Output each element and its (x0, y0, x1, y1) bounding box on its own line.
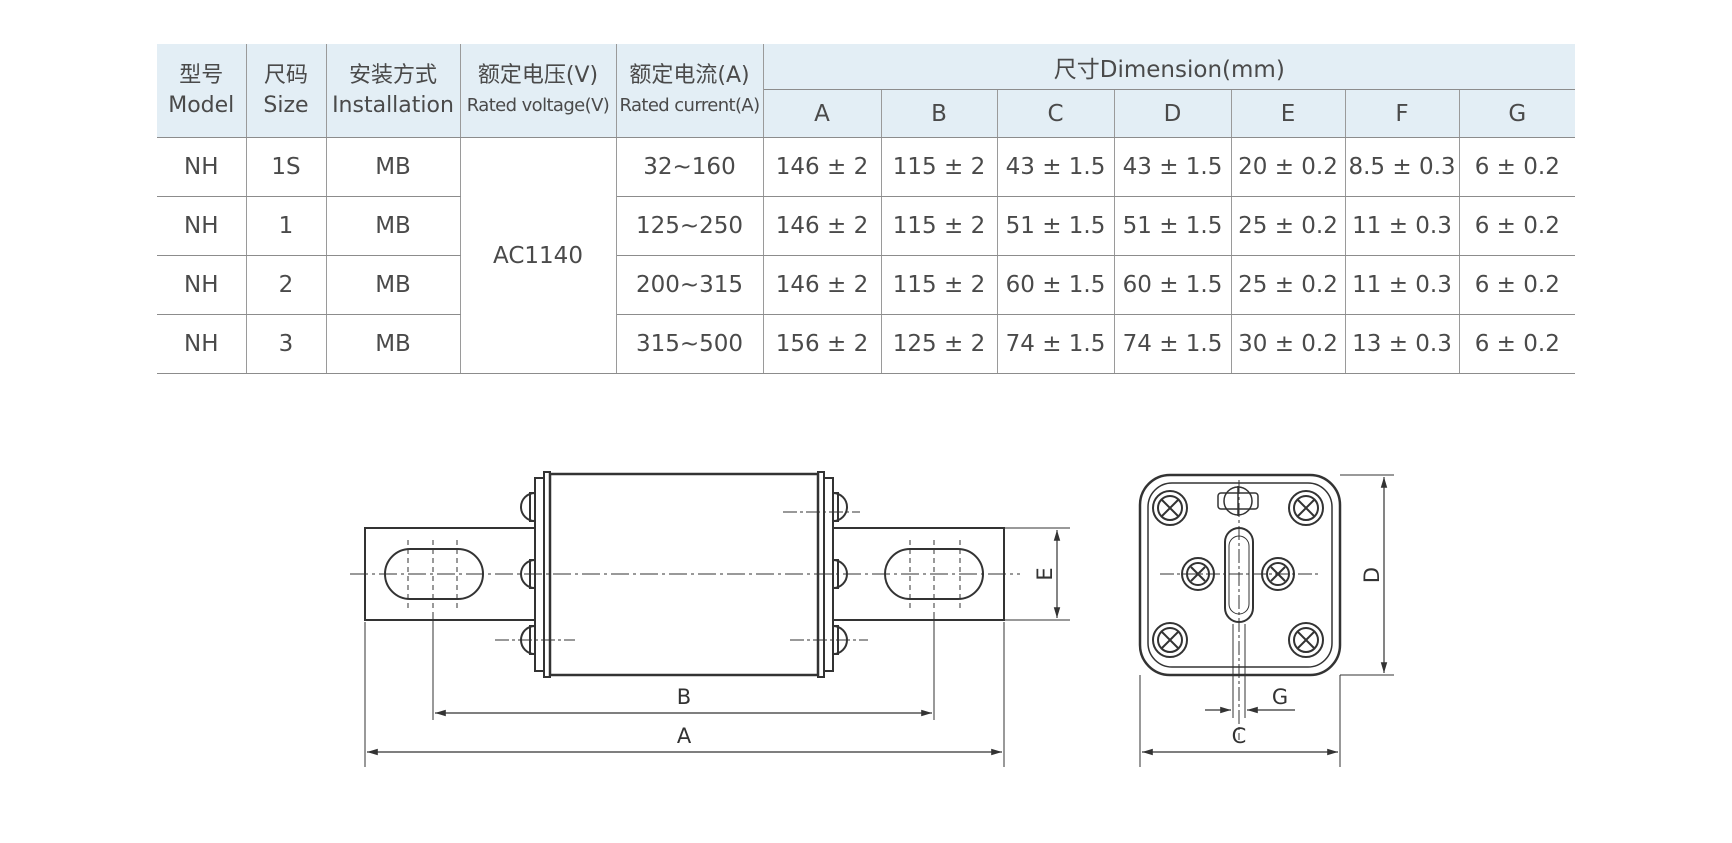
table-body: NH 1S MB AC1140 32~160 146 ± 2 115 ± 2 4… (157, 137, 1576, 374)
header-installation: 安装方式 Installation (326, 44, 461, 138)
header-dim-e: E (1231, 89, 1346, 138)
header-current-en: Rated current(A) (619, 94, 760, 116)
cell-dim-b: 115 ± 2 (881, 137, 998, 197)
table-row: NH 3 MB 315~500 156 ± 2 125 ± 2 74 ± 1.5… (157, 314, 1576, 374)
cell-dim-c: 43 ± 1.5 (997, 137, 1115, 197)
cell-current: 315~500 (616, 314, 764, 374)
fuse-end-view (1138, 473, 1394, 767)
cell-dim-c: 74 ± 1.5 (997, 314, 1115, 374)
cell-dim-f: 11 ± 0.3 (1345, 255, 1460, 315)
cell-current: 200~315 (616, 255, 764, 315)
header-voltage-cn: 额定电压(V) (477, 62, 599, 88)
cell-installation: MB (326, 314, 461, 374)
header-dim-g: G (1459, 89, 1576, 138)
cell-dim-e: 25 ± 0.2 (1231, 196, 1346, 256)
cell-dim-a: 146 ± 2 (763, 196, 882, 256)
cell-dim-d: 51 ± 1.5 (1114, 196, 1232, 256)
header-current-cn: 额定电流(A) (629, 62, 750, 88)
cell-dim-b: 125 ± 2 (881, 314, 998, 374)
header-dimension-group: 尺寸Dimension(mm) (763, 44, 1576, 90)
cell-dim-e: 25 ± 0.2 (1231, 255, 1346, 315)
header-size-cn: 尺码 (263, 62, 308, 88)
cell-size: 3 (246, 314, 327, 374)
cell-dim-a: 146 ± 2 (763, 255, 882, 315)
header-dim-c: C (997, 89, 1115, 138)
header-dim-f: F (1345, 89, 1460, 138)
cell-dim-c: 51 ± 1.5 (997, 196, 1115, 256)
cell-dim-e: 20 ± 0.2 (1231, 137, 1346, 197)
cell-size: 1S (246, 137, 327, 197)
cell-dim-g: 6 ± 0.2 (1459, 137, 1576, 197)
header-model: 型号 Model (157, 44, 247, 138)
cell-rated-voltage: AC1140 (460, 137, 617, 374)
cell-dim-f: 13 ± 0.3 (1345, 314, 1460, 374)
cell-dim-g: 6 ± 0.2 (1459, 314, 1576, 374)
cell-dim-g: 6 ± 0.2 (1459, 196, 1576, 256)
header-dim-a: A (763, 89, 882, 138)
cell-dim-a: 156 ± 2 (763, 314, 882, 374)
header-voltage-en: Rated voltage(V) (466, 94, 610, 116)
label-dim-a: A (677, 724, 692, 748)
cell-current: 32~160 (616, 137, 764, 197)
header-model-cn: 型号 (179, 62, 224, 88)
cell-dim-g: 6 ± 0.2 (1459, 255, 1576, 315)
dimension-spec-table: 型号 Model 尺码 Size 安装方式 Installation 额定电压(V) R… (157, 44, 1576, 374)
label-dim-d: D (1360, 567, 1384, 583)
cell-size: 1 (246, 196, 327, 256)
end-view-inner-plate (1147, 482, 1333, 668)
header-size-en: Size (263, 92, 309, 118)
header-dim-b: B (881, 89, 998, 138)
cell-size: 2 (246, 255, 327, 315)
cell-dim-c: 60 ± 1.5 (997, 255, 1115, 315)
table-row: NH 1 MB 125~250 146 ± 2 115 ± 2 51 ± 1.5… (157, 196, 1576, 256)
header-size: 尺码 Size (246, 44, 327, 138)
header-dim-d: D (1114, 89, 1232, 138)
cell-dim-b: 115 ± 2 (881, 255, 998, 315)
cell-model: NH (157, 314, 247, 374)
cell-installation: MB (326, 255, 461, 315)
table-header: 型号 Model 尺码 Size 安装方式 Installation 额定电压(V) R… (157, 44, 1576, 138)
end-view-indicator (1217, 486, 1259, 516)
cell-dim-d: 74 ± 1.5 (1114, 314, 1232, 374)
header-installation-en: Installation (332, 92, 454, 118)
cell-current: 125~250 (616, 196, 764, 256)
label-dim-b: B (677, 685, 691, 709)
label-dim-e: E (1033, 567, 1057, 580)
cell-dim-e: 30 ± 0.2 (1231, 314, 1346, 374)
header-installation-cn: 安装方式 (348, 62, 437, 88)
table-row: NH 2 MB 200~315 146 ± 2 115 ± 2 60 ± 1.5… (157, 255, 1576, 315)
header-rated-voltage: 额定电压(V) Rated voltage(V) (460, 44, 617, 138)
cell-installation: MB (326, 137, 461, 197)
cell-dim-f: 8.5 ± 0.3 (1345, 137, 1460, 197)
fuse-side-view (350, 471, 1070, 767)
cell-model: NH (157, 196, 247, 256)
cell-model: NH (157, 137, 247, 197)
label-dim-c: C (1232, 724, 1247, 748)
table-row: NH 1S MB AC1140 32~160 146 ± 2 115 ± 2 4… (157, 137, 1576, 374)
cell-installation: MB (326, 196, 461, 256)
end-view-outer-plate (1138, 473, 1342, 677)
header-rated-current: 额定电流(A) Rated current(A) (616, 44, 764, 138)
cell-dim-a: 146 ± 2 (763, 137, 882, 197)
cell-dim-f: 11 ± 0.3 (1345, 196, 1460, 256)
cell-dim-b: 115 ± 2 (881, 196, 998, 256)
cell-dim-d: 60 ± 1.5 (1114, 255, 1232, 315)
label-dim-g: G (1272, 685, 1288, 709)
header-model-en: Model (168, 92, 235, 118)
cell-model: NH (157, 255, 247, 315)
cell-dim-d: 43 ± 1.5 (1114, 137, 1232, 197)
